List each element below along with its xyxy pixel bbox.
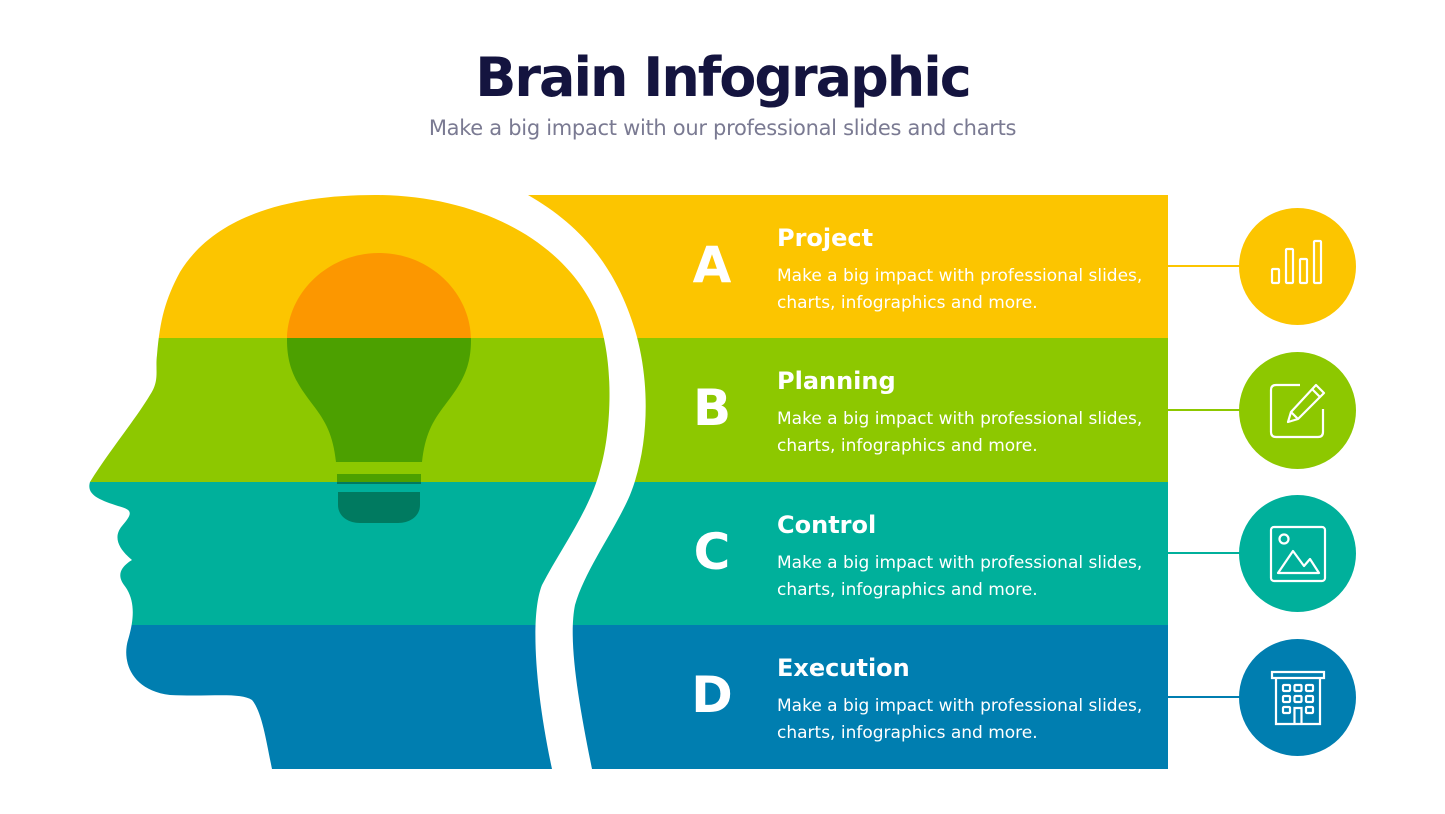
row-letter: C — [693, 523, 731, 581]
row-description: Make a big impact with professional slid… — [777, 553, 1143, 600]
row-description: Make a big impact with professional slid… — [777, 266, 1143, 313]
row-execution: D Execution Make a big impact with profe… — [680, 625, 1160, 768]
building-icon — [1270, 670, 1325, 725]
icon-circle-planning — [1239, 352, 1356, 469]
connector-line — [1168, 409, 1242, 411]
connector-line — [1168, 552, 1242, 554]
row-title: Control — [777, 511, 877, 539]
row-title: Planning — [777, 367, 896, 395]
page-title: Brain Infographic — [475, 46, 971, 109]
row-title: Execution — [777, 654, 910, 682]
icon-circle-execution — [1239, 639, 1356, 756]
icon-circle-project — [1239, 208, 1356, 325]
connector-line — [1168, 265, 1242, 267]
edit-pencil-icon — [1269, 383, 1325, 438]
row-description: Make a big impact with professional slid… — [777, 409, 1143, 456]
image-icon — [1269, 525, 1326, 582]
row-description: Make a big impact with professional slid… — [777, 696, 1143, 743]
bar-chart-icon — [1270, 239, 1322, 284]
row-letter: D — [691, 666, 733, 724]
page-subtitle: Make a big impact with our professional … — [428, 116, 1017, 140]
row-letter: A — [692, 236, 732, 294]
row-title: Project — [777, 224, 874, 252]
row-planning: B Planning Make a big impact with profes… — [680, 338, 1160, 481]
row-letter: B — [692, 379, 732, 437]
row-control: C Control Make a big impact with profess… — [680, 482, 1160, 625]
row-project: A Project Make a big impact with profess… — [680, 195, 1160, 338]
connector-line — [1168, 696, 1242, 698]
icon-circle-control — [1239, 495, 1356, 612]
